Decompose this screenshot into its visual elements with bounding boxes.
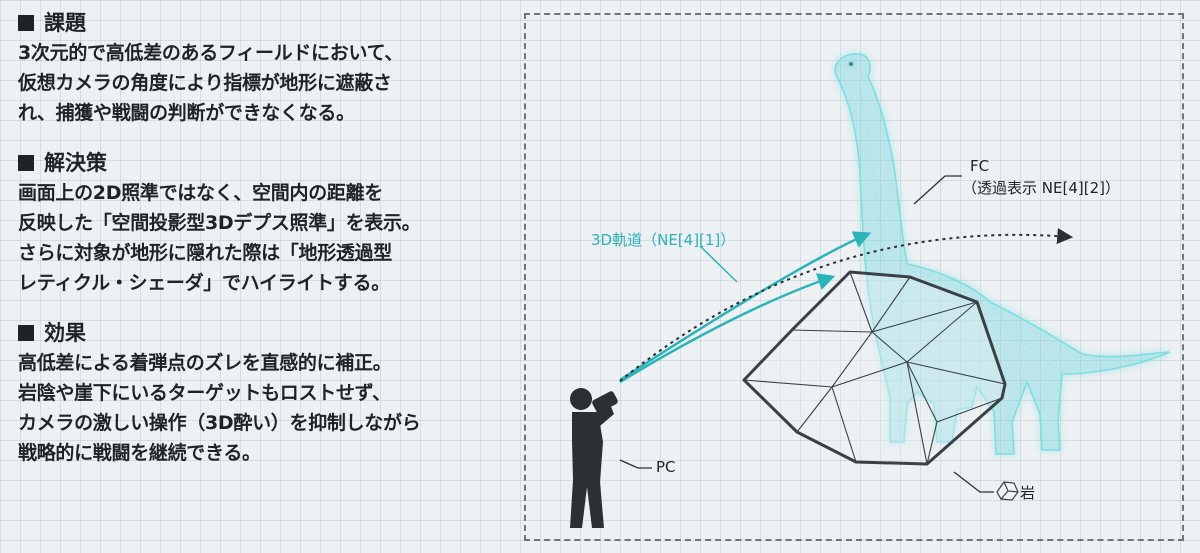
section-effect: 効果 高低差による着弾点のズレを直感的に補正。 岩陰や崖下にいるターゲットもロス… bbox=[18, 318, 508, 468]
trajectory-arc-3d bbox=[619, 231, 872, 382]
body-line: れ、捕獲や戦闘の判断ができなくなる。 bbox=[18, 102, 355, 124]
pc-figure-icon bbox=[570, 388, 618, 528]
section-heading: 課題 bbox=[18, 8, 508, 38]
body-line: さらに対象が地形に隠れた際は「地形透過型 bbox=[18, 242, 393, 264]
trajectory-dotted bbox=[619, 228, 1074, 382]
body-line: 高低差による着弾点のズレを直感的に補正。 bbox=[18, 352, 392, 374]
scene-svg bbox=[570, 53, 1171, 528]
heading-text: 解決策 bbox=[44, 151, 107, 175]
section-problem: 課題 3次元的で高低差のあるフィールドにおいて、 仮想カメラの角度により指標が地… bbox=[18, 8, 508, 128]
body-line: レティクル・シェーダ」でハイライトする。 bbox=[18, 272, 390, 294]
heading-text: 効果 bbox=[44, 321, 86, 345]
section-heading: 解決策 bbox=[18, 148, 508, 178]
small-rock-icon bbox=[996, 481, 1019, 501]
body-line: 戦略的に戦闘を継続できる。 bbox=[18, 442, 261, 464]
rock-label: 岩 bbox=[1020, 484, 1036, 502]
fc-sub-label: （透過表示 NE[4][2]） bbox=[962, 179, 1120, 197]
bullet-square-icon bbox=[18, 325, 34, 341]
body-line: 岩陰や崖下にいるターゲットもロストせず、 bbox=[18, 382, 391, 404]
pc-label: PC bbox=[656, 458, 676, 476]
trajectory-arc-rock bbox=[619, 273, 836, 384]
fc-label: FC bbox=[970, 157, 990, 175]
diagram-panel: 3D軌道（NE[4][1]） FC （透過表示 NE[4][2]） PC 岩 bbox=[524, 13, 1184, 541]
bullet-square-icon bbox=[18, 155, 34, 171]
body-line: 画面上の2D照準ではなく、空間内の距離を bbox=[18, 182, 383, 204]
body-line: 3次元的で高低差のあるフィールドにおいて、 bbox=[18, 42, 404, 64]
heading-text: 課題 bbox=[44, 11, 86, 35]
body-line: カメラの激しい操作（3D酔い）を抑制しながら bbox=[18, 412, 421, 434]
body-line: 反映した「空間投影型3Dデプス照準」を表示。 bbox=[18, 212, 421, 234]
section-heading: 効果 bbox=[18, 318, 508, 348]
section-solution: 解決策 画面上の2D照準ではなく、空間内の距離を 反映した「空間投影型3Dデプス… bbox=[18, 148, 508, 298]
rock-shape bbox=[742, 270, 1007, 466]
body-line: 仮想カメラの角度により指標が地形に遮蔽さ bbox=[18, 72, 392, 94]
bullet-square-icon bbox=[18, 15, 34, 31]
trajectory-label: 3D軌道（NE[4][1]） bbox=[591, 231, 736, 249]
description-column: 課題 3次元的で高低差のあるフィールドにおいて、 仮想カメラの角度により指標が地… bbox=[18, 8, 508, 488]
